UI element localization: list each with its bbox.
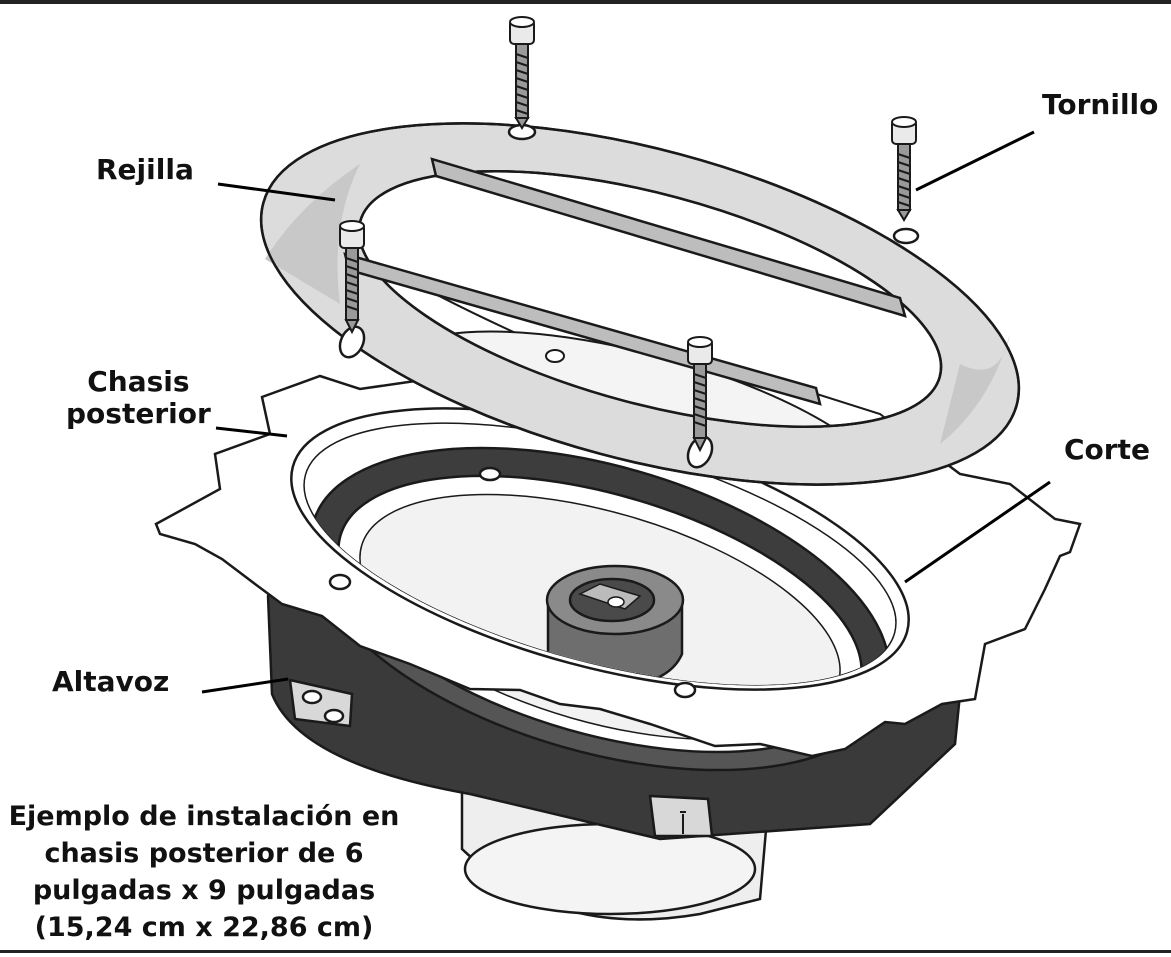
grille-bar-top	[430, 157, 907, 318]
leader-line-tornillo	[915, 130, 1035, 192]
label-chasis-posterior: Chasis posterior	[66, 365, 211, 431]
caption-line2: chasis posterior de 6	[44, 838, 364, 869]
caption: Ejemplo de instalación en chasis posteri…	[0, 798, 408, 946]
grille	[259, 122, 1021, 486]
label-tornillo: Tornillo	[1042, 88, 1159, 121]
screw-front	[687, 336, 713, 453]
leader-line-chasis	[215, 426, 288, 438]
label-chasis-line1: Chasis	[87, 365, 190, 398]
screw-top	[509, 16, 535, 130]
label-chasis-line2: posterior	[66, 397, 211, 431]
exploded-view-illustration	[154, 16, 1082, 921]
caption-line4: (15,24 cm x 22,86 cm)	[34, 912, 374, 943]
leader-line-altavoz	[201, 677, 289, 694]
label-altavoz: Altavoz	[52, 665, 170, 698]
caption-line3: pulgadas x 9 pulgadas	[32, 875, 376, 906]
label-rejilla: Rejilla	[96, 153, 194, 186]
screw-right	[891, 116, 917, 222]
screw-left	[339, 220, 365, 335]
caption-line1: Ejemplo de instalación en	[8, 801, 400, 832]
leader-line-corte	[904, 480, 1051, 584]
label-corte: Corte	[1064, 433, 1150, 466]
leader-line-rejilla	[217, 182, 336, 202]
